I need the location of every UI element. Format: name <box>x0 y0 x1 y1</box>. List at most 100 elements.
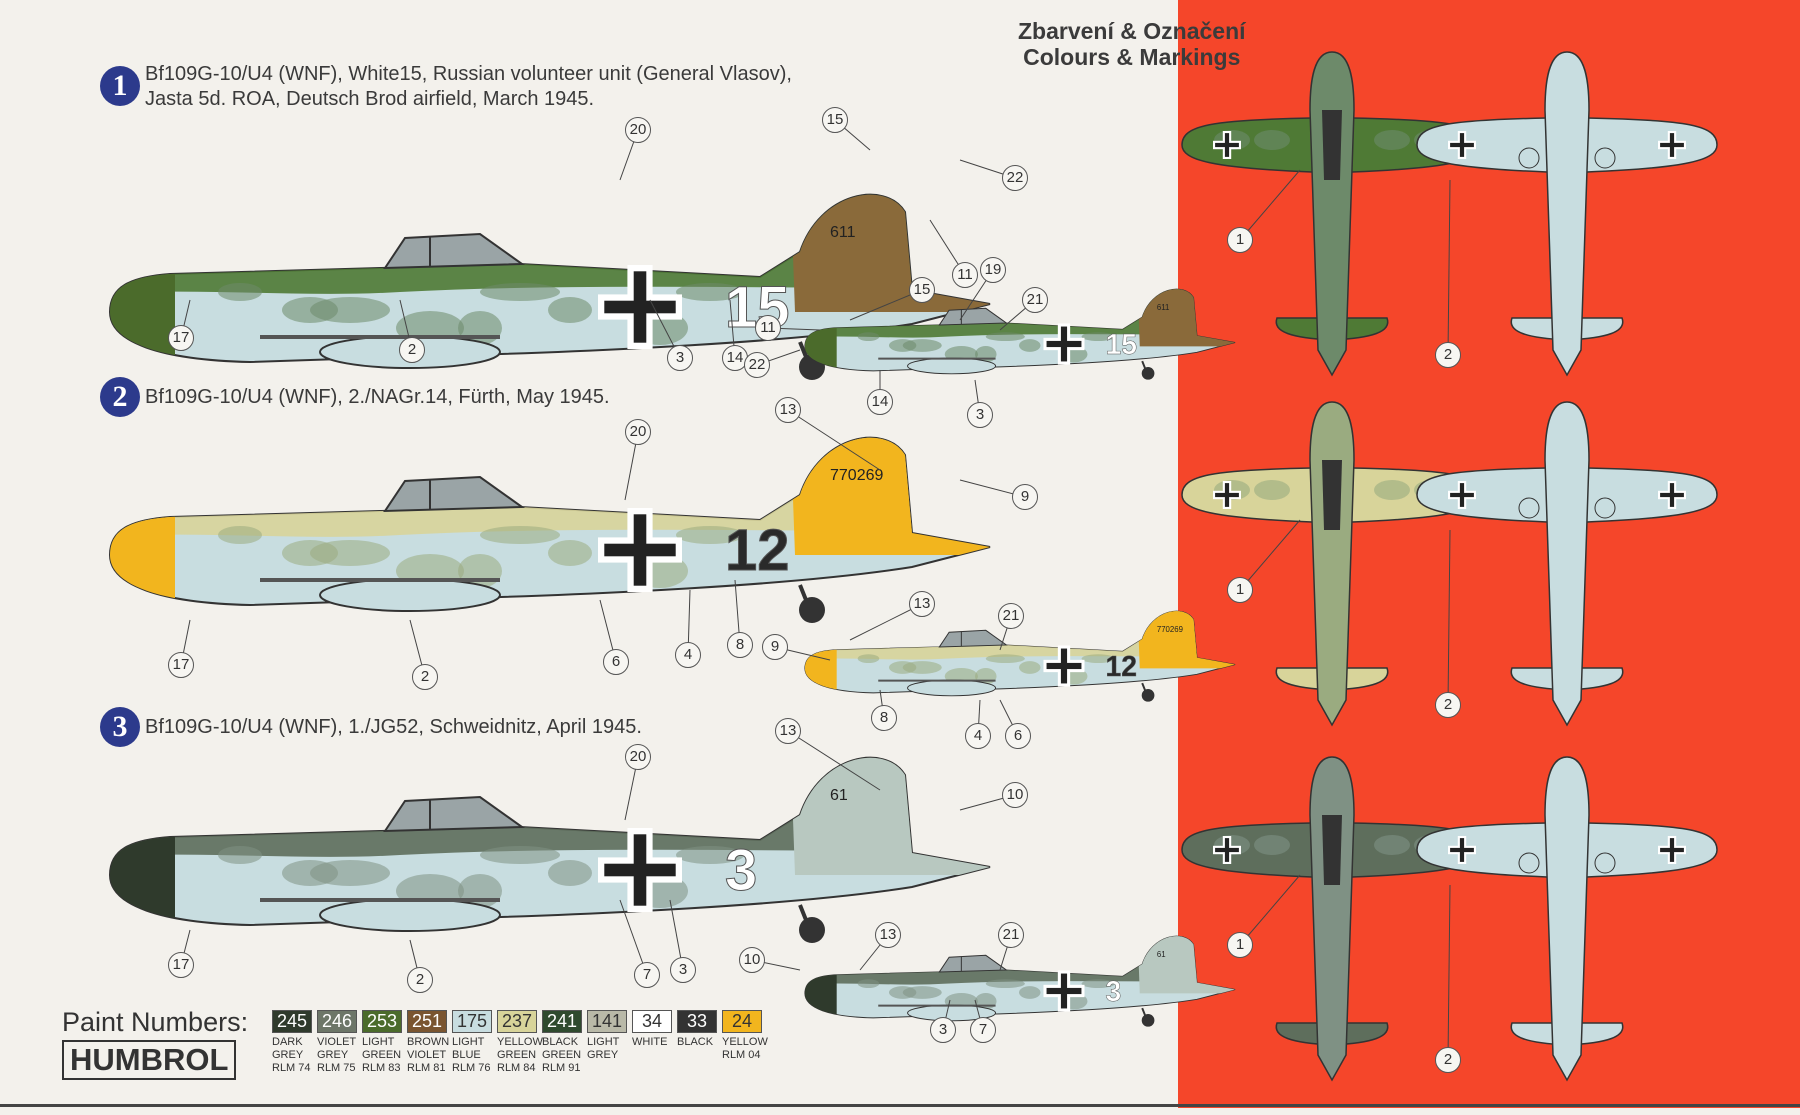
balkenkreuz-icon <box>1213 481 1241 509</box>
balkenkreuz-icon <box>598 508 682 592</box>
callout-number: 7 <box>634 962 660 988</box>
callout-number: 6 <box>603 649 629 675</box>
scheme-badge: 3 <box>100 707 140 747</box>
tail-wheel-icon <box>799 917 825 943</box>
heading-czech: Zbarvení & Označení <box>1018 18 1246 44</box>
callout-number: 20 <box>625 117 651 143</box>
callout-number: 20 <box>625 419 651 445</box>
top-view-lower <box>1416 756 1718 1082</box>
callout-number: 7 <box>970 1017 996 1043</box>
fuselage-number: 12 <box>1106 651 1138 683</box>
scheme-badge: 1 <box>100 66 140 106</box>
swatch-number: 241 <box>542 1010 582 1033</box>
callout-number: 4 <box>675 642 701 668</box>
swatch-name: LIGHT GREY <box>587 1036 620 1061</box>
paint-legend-label: Paint Numbers: HUMBROL <box>62 1007 248 1080</box>
swatch-number: 141 <box>587 1010 627 1033</box>
swatch-name: YELLOW RLM 04 <box>722 1036 768 1061</box>
callout-number: 10 <box>739 947 765 973</box>
side-profile-small: 12 770269 <box>804 610 1236 702</box>
callout-number: 8 <box>727 632 753 658</box>
tail-wheel-icon <box>1141 688 1155 702</box>
top-view-lower <box>1416 401 1718 727</box>
callout-number: 11 <box>952 262 978 288</box>
callout-number: 13 <box>775 397 801 423</box>
callout-number: 1 <box>1227 932 1253 958</box>
canopy <box>383 795 525 833</box>
balkenkreuz-icon <box>598 265 682 349</box>
fuselage-number: 12 <box>725 518 790 583</box>
callout-number: 3 <box>670 957 696 983</box>
callout-number: 2 <box>1435 692 1461 718</box>
heading-english: Colours & Markings <box>1023 44 1241 70</box>
scheme-caption: Bf109G-10/U4 (WNF), 1./JG52, Schweidnitz… <box>145 716 642 738</box>
callout-number: 17 <box>168 325 194 351</box>
swatch-number: 246 <box>317 1010 357 1033</box>
balkenkreuz-icon <box>1448 836 1476 864</box>
callout-number: 17 <box>168 652 194 678</box>
swatch-number: 34 <box>632 1010 672 1033</box>
balkenkreuz-icon <box>598 828 682 912</box>
callout-number: 22 <box>1002 165 1028 191</box>
swatch-name: VIOLET GREY RLM 75 <box>317 1036 357 1074</box>
scheme-caption: Bf109G-10/U4 (WNF), White15, Russian vol… <box>145 62 792 112</box>
swatch-name: BROWN VIOLET RLM 81 <box>407 1036 450 1074</box>
swatch-number: 237 <box>497 1010 537 1033</box>
swatch-name: LIGHT BLUE RLM 76 <box>452 1036 491 1074</box>
fuselage-number: 15 <box>1106 329 1138 361</box>
tail-wheel-icon <box>799 597 825 623</box>
side-profile-large: 3 61 <box>108 756 991 943</box>
callout-number: 2 <box>412 664 438 690</box>
side-profile-large: 12 770269 <box>108 436 991 623</box>
swatch-number: 253 <box>362 1010 402 1033</box>
swatch-number: 175 <box>452 1010 492 1033</box>
swatch-number: 251 <box>407 1010 447 1033</box>
balkenkreuz-icon <box>1213 131 1241 159</box>
balkenkreuz-icon <box>1448 131 1476 159</box>
top-view-lower <box>1416 51 1718 377</box>
top-view-upper <box>1181 51 1483 377</box>
callout-number: 13 <box>875 922 901 948</box>
swatch-name: YELLOW GREEN RLM 84 <box>497 1036 543 1074</box>
tail-wheel-icon <box>1141 366 1155 380</box>
brand-logo: HUMBROL <box>62 1040 237 1080</box>
swatch-number: 24 <box>722 1010 762 1033</box>
callout-number: 9 <box>1012 484 1038 510</box>
callout-number: 21 <box>998 603 1024 629</box>
callout-number: 3 <box>967 402 993 428</box>
callout-number: 13 <box>775 718 801 744</box>
callout-number: 17 <box>168 952 194 978</box>
callout-number: 3 <box>667 345 693 371</box>
balkenkreuz-icon <box>1448 481 1476 509</box>
callout-number: 2 <box>407 967 433 993</box>
tail-wheel-icon <box>1141 1013 1155 1027</box>
tail-marking: 61 <box>1157 950 1166 959</box>
callout-number: 8 <box>871 705 897 731</box>
callout-number: 4 <box>965 723 991 749</box>
balkenkreuz-icon <box>1658 131 1686 159</box>
callout-number: 9 <box>762 634 788 660</box>
page-heading: Zbarvení & Označení Colours & Markings <box>1018 18 1246 70</box>
callout-number: 2 <box>1435 1047 1461 1073</box>
caption-line-2: Jasta 5d. ROA, Deutsch Brod airfield, Ma… <box>145 88 595 110</box>
side-profile-small: 3 61 <box>804 935 1236 1027</box>
callout-number: 21 <box>1022 287 1048 313</box>
balkenkreuz-icon <box>1213 836 1241 864</box>
canopy <box>383 475 525 513</box>
scheme-badge: 2 <box>100 377 140 417</box>
canopy <box>938 954 1008 973</box>
